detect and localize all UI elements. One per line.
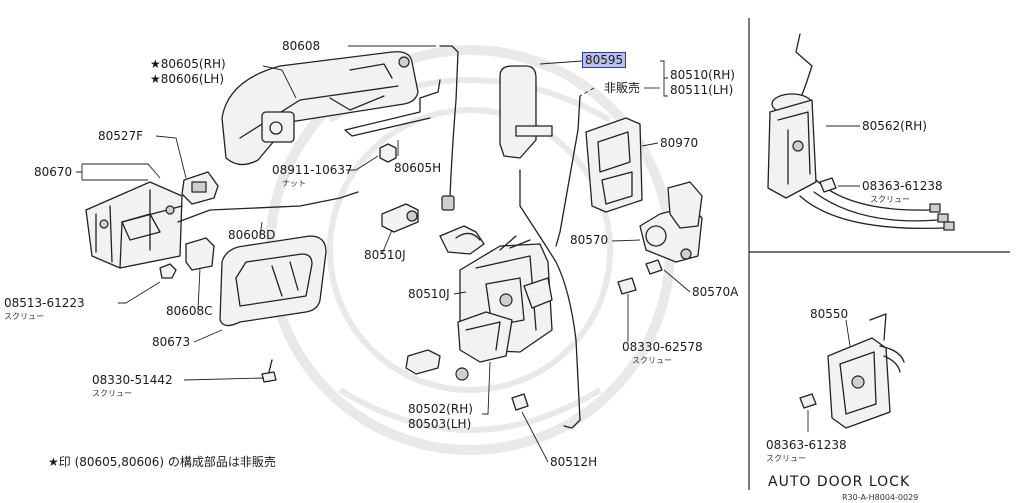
label-80570a: 80570A: [692, 285, 739, 299]
label-80673: 80673: [152, 335, 191, 349]
nut-08911-part: [379, 143, 397, 163]
bracket-80670-part: [85, 181, 183, 269]
knob-80595-part: [499, 65, 553, 159]
label-08330-51442: 08330-51442: [92, 373, 173, 387]
label-08330-51442-sub: スクリュー: [92, 389, 132, 398]
rod-80608-part: [439, 45, 459, 207]
label-08330-62578: 08330-62578: [622, 340, 703, 354]
label-80605h: 80605H: [394, 161, 442, 175]
label-08363-upper-sub: スクリュー: [870, 195, 910, 204]
link-80510j-part: [381, 203, 419, 233]
rod-clip-part: [441, 195, 455, 211]
label-08513-61223: 08513-61223: [4, 296, 85, 310]
label-80608c: 80608C: [166, 304, 213, 318]
label-08363-61238-lower: 08363-61238: [766, 438, 847, 452]
screw-08363-lower-part: [799, 393, 817, 409]
outside-handle-part: [221, 51, 419, 166]
auto-door-lock-title: AUTO DOOR LOCK: [768, 474, 911, 490]
screw-08330-51442-part: [261, 359, 277, 383]
actuator-80562-part: [767, 33, 955, 231]
label-80608: 80608: [282, 39, 321, 53]
part-80512h-clip: [511, 393, 529, 411]
lock-lever-80502-part: [457, 311, 513, 363]
diagram-code: R30-A-H8004-0029: [842, 493, 919, 502]
actuator-80550-part: [827, 313, 905, 429]
rod-80512h-part: [519, 169, 581, 429]
screw-08330-62578-part: [617, 277, 637, 295]
label-80608d: 80608D: [228, 228, 276, 242]
rod-80510-part: [555, 95, 581, 247]
label-80605-rh: ★80605(RH): [150, 57, 226, 71]
screw-08363-upper-part: [819, 177, 837, 193]
label-80512h: 80512H: [550, 455, 598, 469]
bezel-80970-part: [585, 117, 643, 213]
label-80527f: 80527F: [98, 129, 144, 143]
label-80510j-lower: 80510J: [408, 287, 450, 301]
label-80550: 80550: [810, 307, 849, 321]
label-80510j-upper: 80510J: [364, 248, 406, 262]
rod-80608d-part: [177, 191, 359, 223]
label-hihanbai: 非販売: [604, 81, 641, 95]
label-80595-highlighted[interactable]: 80595: [582, 52, 627, 68]
label-08363-61238-upper: 08363-61238: [862, 179, 943, 193]
rod-80605h-part: [344, 79, 441, 137]
label-80511-lh: 80511(LH): [670, 83, 734, 97]
label-08911-10637: 08911-10637: [272, 163, 353, 177]
label-08911-sub: ナット: [282, 179, 306, 188]
label-80606-lh: ★80606(LH): [150, 72, 225, 86]
label-80670: 80670: [34, 165, 73, 179]
block-80608c-part: [185, 237, 215, 271]
leader-lines: [76, 45, 860, 463]
label-80570: 80570: [570, 233, 609, 247]
label-80502-rh: 80502(RH): [408, 402, 473, 416]
label-08513-sub: スクリュー: [4, 312, 44, 321]
striker-80570-part: [639, 181, 703, 263]
footnote-text: ★印 (80605,80606) の構成部品は非販売: [48, 455, 276, 469]
label-80562-rh: 80562(RH): [862, 119, 927, 133]
screw-80570a-part: [645, 259, 663, 275]
label-80970: 80970: [660, 136, 699, 150]
clip-80510j-part: [405, 349, 469, 381]
label-80503-lh: 80503(LH): [408, 417, 472, 431]
inside-handle-80673-part: [219, 235, 327, 327]
label-80510-rh: 80510(RH): [670, 68, 735, 82]
label-08363-lower-sub: スクリュー: [766, 454, 806, 463]
label-08330-62578-sub: スクリュー: [632, 356, 672, 365]
screw-08513-part: [159, 263, 177, 279]
connector-80527f-part: [181, 171, 219, 205]
